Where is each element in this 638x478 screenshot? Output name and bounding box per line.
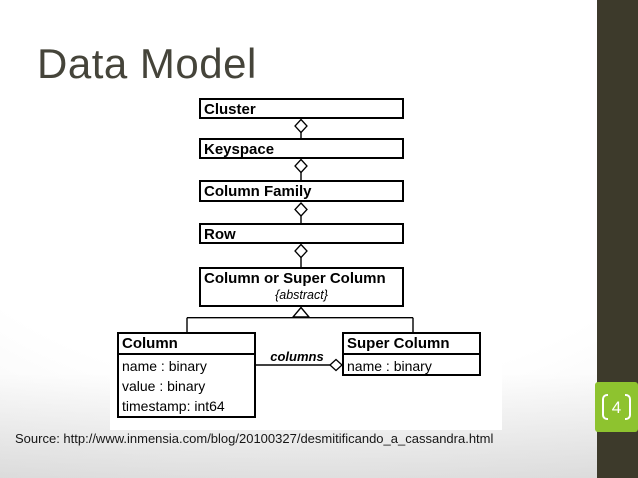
page-number: 4 [611, 397, 622, 417]
uml-class-row: Row [199, 223, 404, 244]
class-name: Row [204, 226, 236, 243]
attribute-list: name : binary value : binary timestamp: … [119, 355, 254, 416]
class-name: Column Family [204, 183, 312, 200]
source-citation: Source: http://www.inmensia.com/blog/201… [15, 431, 494, 446]
class-name: Super Column [344, 334, 479, 355]
right-bracket-icon [625, 394, 632, 420]
class-name: Column or Super Column [204, 270, 386, 287]
class-name: Keyspace [204, 141, 275, 158]
page-number-badge: 4 [595, 382, 638, 432]
attribute-list: name : binary [344, 355, 479, 376]
attribute: name : binary [347, 358, 432, 374]
class-name: Cluster [204, 101, 256, 118]
uml-class-cluster: Cluster [199, 98, 404, 119]
uml-class-column: Column name : binary value : binary time… [117, 332, 256, 418]
uml-class-super-column: Super Column name : binary [342, 332, 481, 376]
slide-title: Data Model [37, 40, 257, 87]
attribute: timestamp: int64 [122, 398, 225, 414]
association-label: columns [270, 349, 324, 364]
attribute: name : binary [122, 358, 207, 374]
uml-class-keyspace: Keyspace [199, 138, 404, 159]
uml-class-column-family: Column Family [199, 180, 404, 202]
abstract-stereotype: {abstract} [275, 288, 328, 302]
class-name: Column [119, 334, 254, 355]
uml-class-column-or-super-column: Column or Super Column {abstract} [199, 267, 404, 307]
left-bracket-icon [601, 394, 608, 420]
attribute: value : binary [122, 378, 206, 394]
